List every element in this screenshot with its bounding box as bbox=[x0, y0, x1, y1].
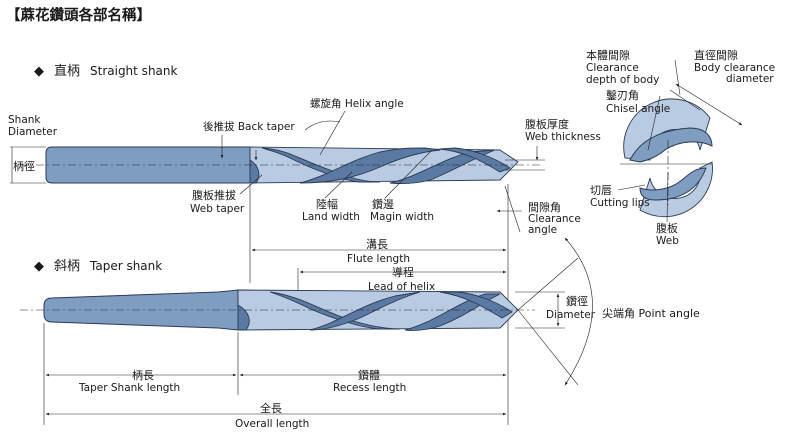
web-zh: 腹板 bbox=[656, 221, 678, 235]
taper-shank-length-zh: 柄長 bbox=[132, 369, 154, 382]
cutting-lips-zh: 切唇 bbox=[590, 184, 612, 197]
straight-bullet: ◆ bbox=[34, 64, 44, 79]
diameter-en: Diameter bbox=[546, 309, 596, 321]
flute-length-zh: 溝長 bbox=[366, 238, 388, 251]
lead-en: Lead of helix bbox=[368, 281, 435, 293]
recess-length-en: Recess length bbox=[333, 382, 406, 394]
diagram-title: 【蔴花鑽頭各部名稱】 bbox=[6, 6, 151, 24]
taper-zh: 斜柄 bbox=[54, 259, 80, 274]
web-en: Web bbox=[656, 235, 679, 247]
back-taper-label: 後推拔 Back taper bbox=[203, 120, 295, 133]
margin-width-en: Magin width bbox=[370, 211, 434, 223]
shank-diameter-en1: Shank bbox=[8, 114, 41, 126]
lead-zh: 導程 bbox=[392, 265, 414, 279]
flute-length-en: Flute length bbox=[347, 253, 410, 265]
web-taper-zh: 腹板推拔 bbox=[192, 188, 236, 202]
point-angle-label: 尖端角 Point angle bbox=[602, 307, 700, 320]
diameter-zh: 鑽徑 bbox=[566, 294, 588, 308]
margin-width-zh: 鑽邊 bbox=[372, 197, 394, 211]
body-clearance-en2: diameter bbox=[726, 73, 774, 85]
web-taper-en: Web taper bbox=[190, 203, 245, 215]
cutting-lips-en: Cutting lips bbox=[590, 197, 650, 209]
body-clearance-zh: 直徑間隙 bbox=[694, 48, 738, 62]
clearance-depth-en2: depth of body bbox=[586, 74, 659, 86]
clearance-angle-zh: 間隙角 bbox=[528, 200, 561, 214]
web-thickness-en: Web thickness bbox=[525, 131, 601, 143]
straight-en: Straight shank bbox=[90, 64, 178, 78]
land-width-en: Land width bbox=[302, 211, 360, 223]
helix-angle-label: 螺旋角 Helix angle bbox=[310, 97, 404, 110]
land-width-zh: 陸幅 bbox=[316, 198, 338, 211]
straight-zh: 直柄 bbox=[54, 64, 80, 79]
shank-diameter-zh: 柄徑 bbox=[13, 160, 35, 173]
taper-shank-length-en: Taper Shank length bbox=[78, 382, 180, 394]
web-thickness-zh: 腹板厚度 bbox=[525, 117, 569, 131]
overall-length-zh: 全長 bbox=[260, 401, 282, 415]
body-clearance-en1: Body clearance bbox=[694, 62, 775, 74]
taper-bullet: ◆ bbox=[34, 259, 44, 274]
chisel-angle-en: Chisel angle bbox=[606, 103, 670, 115]
chisel-angle-zh: 鑿刃角 bbox=[606, 89, 639, 102]
straight-drill bbox=[45, 146, 519, 184]
taper-en: Taper shank bbox=[89, 259, 162, 273]
drill-end-view bbox=[623, 98, 713, 218]
clearance-depth-en1: Clearance bbox=[586, 62, 639, 74]
clearance-angle-en2: angle bbox=[528, 224, 557, 236]
clearance-depth-zh: 本體間隙 bbox=[586, 48, 630, 62]
clearance-angle-en1: Clearance bbox=[528, 213, 581, 225]
shank-diameter-en2: Diameter bbox=[8, 126, 58, 138]
overall-length-en: Overall length bbox=[235, 418, 309, 430]
recess-length-zh: 鑽體 bbox=[358, 368, 380, 382]
